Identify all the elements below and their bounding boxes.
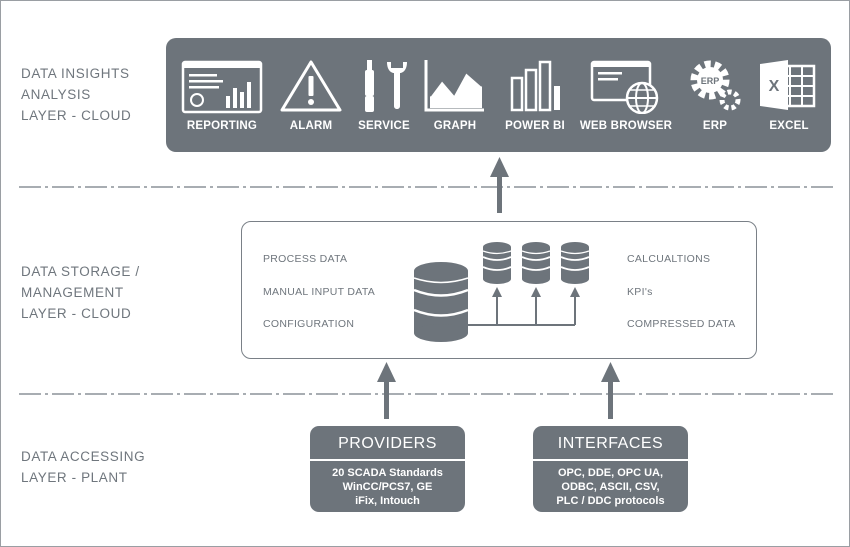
database-small-icon	[521, 242, 551, 284]
layer-label-insights: DATA INSIGHTS ANALYSIS LAYER - CLOUD	[21, 66, 132, 123]
storage-item-compressed-data: COMPRESSED DATA	[627, 318, 736, 330]
database-small-icon	[482, 242, 512, 284]
web-browser-icon	[590, 60, 659, 114]
app-alarm: ALARM	[276, 38, 346, 152]
interfaces-title: INTERFACES	[557, 435, 664, 452]
interfaces-line: PLC / DDC protocols	[556, 494, 665, 507]
app-web-browser: WEB BROWSER	[578, 38, 674, 152]
app-label: POWER BI	[505, 120, 565, 132]
layer-divider-top	[19, 186, 833, 188]
app-label: SERVICE	[358, 120, 410, 132]
erp-icon: ERP	[690, 60, 741, 111]
app-label: EXCEL	[769, 120, 809, 132]
service-icon	[365, 60, 407, 112]
interfaces-line: OPC, DDE, OPC UA,	[557, 466, 664, 479]
interfaces-box: INTERFACES OPC, DDE, OPC UA, ODBC, ASCII…	[533, 426, 688, 512]
app-label: GRAPH	[433, 120, 477, 132]
graph-icon	[424, 60, 484, 112]
app-erp: ERP ERP	[680, 38, 750, 152]
alarm-icon	[280, 60, 342, 112]
database-main-icon	[413, 262, 469, 342]
storage-item-kpis: KPI's	[627, 286, 653, 298]
storage-item-manual-input: MANUAL INPUT DATA	[263, 286, 376, 298]
arrow-storage-to-cloud	[490, 157, 509, 213]
reporting-icon	[181, 60, 263, 114]
arrow-interfaces-to-storage	[601, 362, 620, 419]
arrow-providers-to-storage	[377, 362, 396, 419]
excel-icon: X	[760, 60, 816, 110]
app-label: WEB BROWSER	[579, 120, 673, 132]
app-reporting: REPORTING	[180, 38, 264, 152]
storage-item-configuration: CONFIGURATION	[263, 318, 355, 330]
providers-line: 20 SCADA Standards	[332, 466, 443, 479]
layer-divider-bottom	[19, 393, 833, 395]
providers-line: iFix, Intouch	[355, 494, 420, 507]
power-bi-icon	[510, 60, 560, 112]
database-small-icon	[560, 242, 590, 284]
app-label: ALARM	[289, 120, 333, 132]
providers-divider	[310, 459, 465, 461]
layer-label-accessing: DATA ACCESSING LAYER - PLANT	[21, 449, 146, 485]
app-service: SERVICE	[354, 38, 414, 152]
providers-line: WinCC/PCS7, GE	[342, 480, 433, 493]
providers-title: PROVIDERS	[338, 435, 437, 452]
app-power-bi: POWER BI	[500, 38, 570, 152]
interfaces-divider	[533, 459, 688, 461]
layer-label-storage: DATA STORAGE / MANAGEMENT LAYER - CLOUD	[21, 264, 140, 321]
app-excel: X EXCEL	[756, 38, 822, 152]
interfaces-line: ODBC, ASCII, CSV,	[561, 480, 660, 493]
storage-item-process-data: PROCESS DATA	[263, 253, 348, 265]
insights-panel: REPORTING ALARM SERVICE	[166, 38, 831, 152]
app-graph: GRAPH	[422, 38, 488, 152]
erp-badge: ERP	[701, 76, 720, 86]
excel-letter: X	[769, 78, 780, 95]
providers-box: PROVIDERS 20 SCADA Standards WinCC/PCS7,…	[310, 426, 465, 512]
app-label: REPORTING	[186, 120, 258, 132]
storage-item-calculations: CALCUALTIONS	[627, 253, 711, 265]
app-label: ERP	[702, 120, 728, 132]
